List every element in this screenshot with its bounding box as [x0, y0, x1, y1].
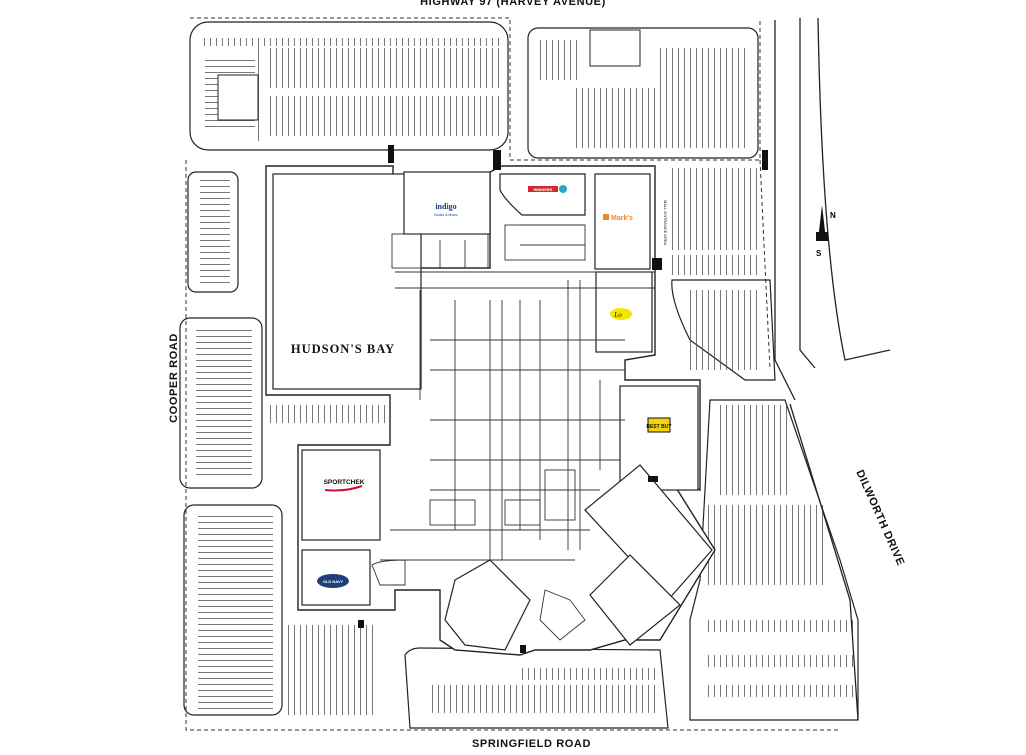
winners-store[interactable]: WINNERS — [499, 173, 586, 216]
highway-ramp — [774, 17, 891, 721]
parking-north-west — [189, 21, 509, 151]
london-drugs-store[interactable]: Lo — [595, 271, 653, 353]
southeast-anchor-stores — [444, 464, 713, 651]
springfield-road-label: SPRINGFIELD ROAD — [472, 738, 591, 750]
mall-interior — [371, 224, 655, 641]
indigo-store[interactable]: indigo Books & Music — [403, 171, 491, 235]
svg-text:WINNERS: WINNERS — [534, 187, 553, 192]
svg-text:indigo: indigo — [435, 202, 456, 211]
svg-text:HUDSON'S BAY: HUDSON'S BAY — [291, 342, 395, 356]
sportchek-store[interactable]: SPORTCHEK — [301, 449, 381, 541]
entrance-note: MALL ENTRANCE AREA — [663, 200, 668, 246]
marks-store[interactable]: Mark's — [594, 173, 651, 270]
hudsons-bay-store[interactable]: HUDSON'S BAY — [272, 173, 422, 390]
svg-text:S: S — [816, 249, 822, 258]
site-boundary — [185, 17, 840, 731]
svg-text:Lo: Lo — [613, 311, 622, 319]
parking-north-east — [527, 27, 759, 159]
entrance-markers — [358, 145, 768, 653]
svg-text:Books & Music: Books & Music — [434, 213, 457, 217]
svg-text:OLD NAVY: OLD NAVY — [323, 579, 344, 584]
old-navy-store[interactable]: OLD NAVY — [301, 549, 371, 606]
svg-text:N: N — [830, 211, 836, 220]
svg-text:Mark's: Mark's — [611, 215, 633, 222]
highway-97-label: HIGHWAY 97 (HARVEY AVENUE) — [420, 0, 606, 8]
parking-east — [668, 168, 859, 721]
svg-text:BEST BUY: BEST BUY — [646, 424, 672, 430]
parking-west — [179, 171, 418, 716]
parking-south — [404, 647, 669, 729]
svg-text:SPORTCHEK: SPORTCHEK — [324, 479, 365, 486]
compass-icon: N S — [816, 205, 836, 258]
